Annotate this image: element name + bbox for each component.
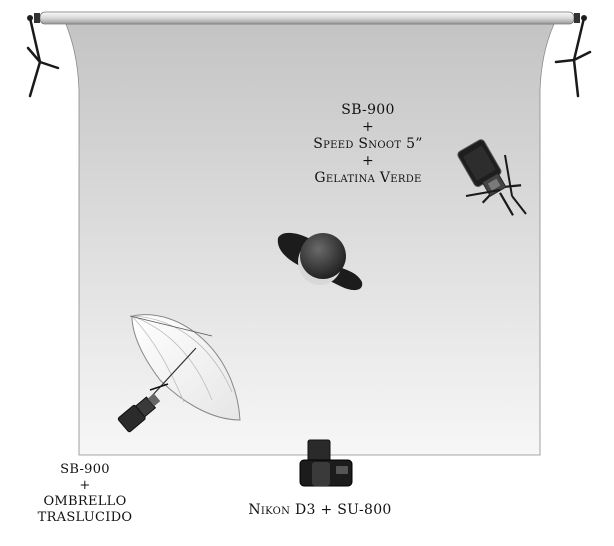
top-flash-label-line: Speed Snoot 5” [313,136,423,152]
umbrella-flash-label-line: OMBRELLO [43,494,127,509]
top-flash-label-line: + [361,153,375,169]
umbrella-flash-label-line: TRASLUCIDO [37,510,133,525]
top-flash-label-line: Gelatina Verde [314,170,422,186]
top-flash-label-line: SB-900 [341,102,395,118]
top-flash-label: SB-900 + Speed Snoot 5” + Gelatina Verde [268,102,468,187]
light-stand-icon [554,16,592,98]
umbrella-flash-icon [117,314,241,433]
umbrella-flash-label: SB-900 + OMBRELLO TRASLUCIDO [20,462,150,526]
backdrop-roll-icon [27,11,587,25]
top-flash-label-line: + [361,119,375,135]
flash-with-snoot-icon [457,139,527,216]
light-stand-icon [26,16,60,98]
camera-icon [299,439,353,487]
subject-head-icon [277,232,363,291]
umbrella-flash-label-line: SB-900 [60,462,110,477]
umbrella-flash-label-line: + [79,478,91,493]
camera-label: Nikon D3 + SU-800 [248,502,392,518]
